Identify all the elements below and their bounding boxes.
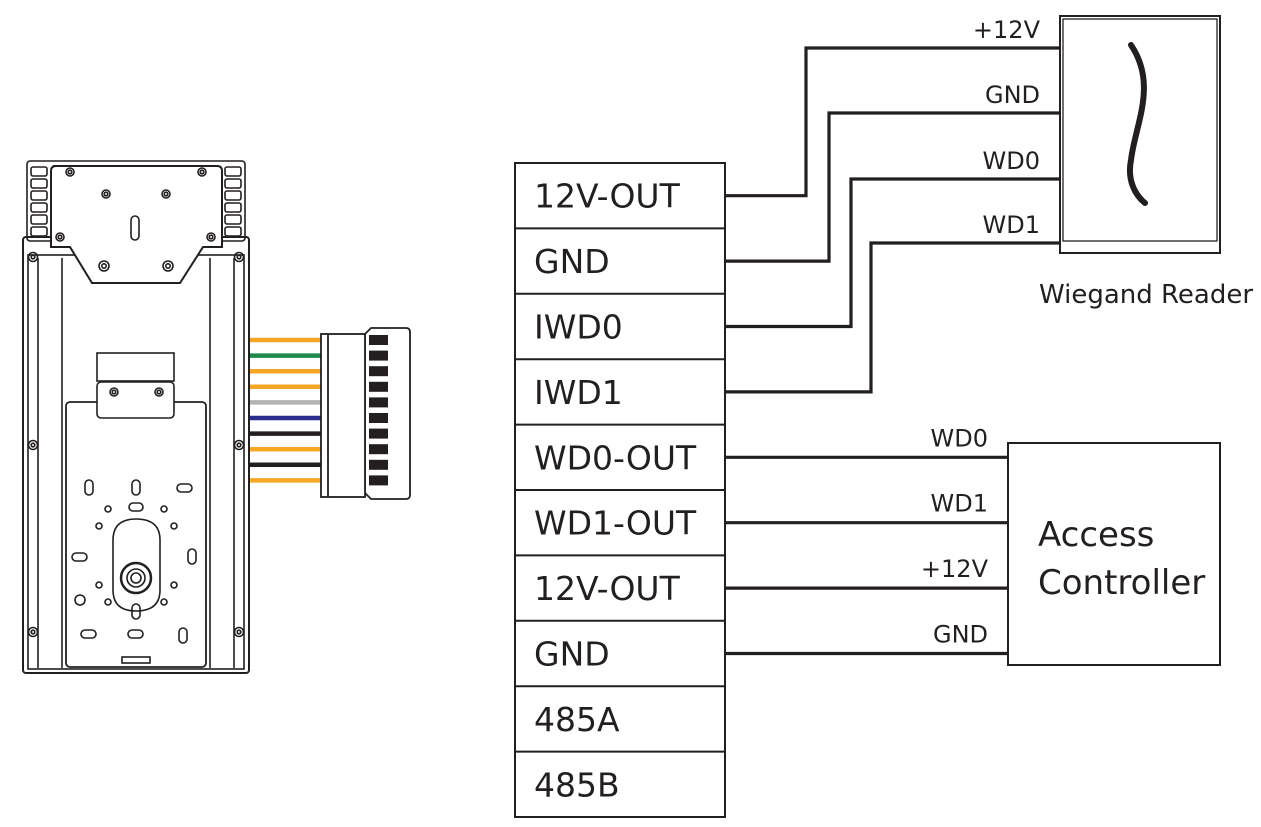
- terminal-label: GND: [534, 635, 610, 674]
- access-controller-box: [1007, 442, 1221, 666]
- connector-pin: [369, 350, 388, 361]
- connector-pin: [369, 475, 388, 486]
- reader-wire: [725, 241, 1060, 394]
- device-rear-view: [22, 160, 250, 674]
- cable-wires: [250, 337, 321, 483]
- reader-wire-label: WD1: [983, 211, 1040, 239]
- terminal-label: 485A: [534, 700, 620, 739]
- reader-wire: [725, 46, 1060, 198]
- controller-wire-label: +12V: [921, 555, 989, 583]
- reader-outer: [1059, 15, 1221, 254]
- back-plate: [65, 401, 207, 668]
- connector-pin: [369, 413, 388, 423]
- center-recess: [112, 518, 161, 612]
- terminal-label: WD0-OUT: [534, 438, 697, 477]
- reader-wire-label: GND: [985, 81, 1040, 109]
- controller-wire-label: WD1: [931, 490, 988, 518]
- wiegand-reader-label: Wiegand Reader: [1039, 280, 1253, 310]
- reader-wire: [725, 111, 1060, 263]
- connector-pin: [369, 366, 388, 377]
- terminal-label: 485B: [534, 765, 620, 804]
- terminal-label: IWD1: [534, 373, 623, 412]
- cable-grommet: [119, 561, 153, 595]
- reader-wire: [725, 177, 1060, 329]
- controller-wire-label: GND: [933, 621, 988, 649]
- reader-wire-label: +12V: [973, 16, 1041, 44]
- access-controller-label-line1: Access: [1038, 515, 1154, 555]
- controller-wire-label: WD0: [931, 424, 988, 452]
- cable-connector: [320, 327, 411, 500]
- wiegand-reader: [1059, 15, 1221, 254]
- terminal-label: 12V-OUT: [534, 569, 681, 608]
- connector-pin: [369, 397, 388, 408]
- connector-pin: [369, 335, 388, 345]
- right-fins: [224, 166, 242, 237]
- device-body: [22, 236, 250, 674]
- label-window: [96, 352, 175, 382]
- left-fins: [30, 166, 48, 237]
- plate-slot: [130, 215, 140, 241]
- connector-pin: [369, 381, 388, 392]
- rf-wave-icon: [1127, 42, 1148, 206]
- connector-pin: [369, 428, 388, 439]
- reader-wire-label: WD0: [983, 147, 1040, 175]
- mounting-plate: [50, 165, 223, 284]
- reader-face: [1062, 18, 1218, 242]
- connector-pins: [369, 335, 388, 486]
- plate-clip: [96, 381, 175, 419]
- terminal-label: 12V-OUT: [534, 177, 681, 216]
- side-screws: [27, 251, 245, 638]
- connector-pin: [369, 459, 388, 470]
- plate-screws: [55, 167, 216, 272]
- access-controller-label-line2: Controller: [1038, 563, 1205, 603]
- mounting-holes: [71, 479, 197, 644]
- terminal-label: GND: [534, 242, 610, 281]
- terminal-label: IWD0: [534, 308, 623, 347]
- terminal-label: WD1-OUT: [534, 504, 697, 543]
- connector-pin: [369, 444, 388, 455]
